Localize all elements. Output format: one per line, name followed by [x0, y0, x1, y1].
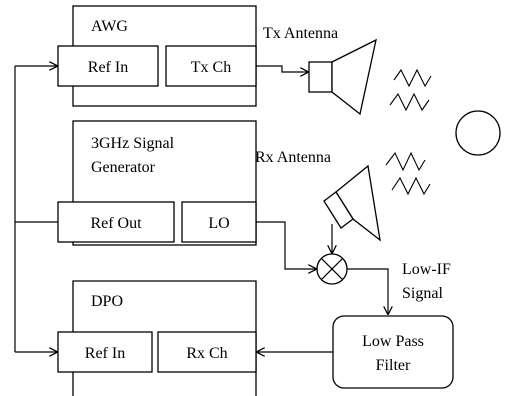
- target-circle: [455, 110, 501, 156]
- signal-generator-title-line1: 3GHz Signal: [91, 135, 175, 152]
- lo-port: LO: [181, 201, 257, 243]
- rx-wave-icon: [391, 176, 431, 196]
- mixer-cross: [320, 257, 344, 281]
- lo-to-mixer-arrow: [256, 221, 316, 269]
- dpo-rx-ch-port: Rx Ch: [157, 331, 257, 373]
- signal-generator-block: 3GHz Signal Generator Ref Out LO: [57, 120, 257, 246]
- low-if-label-line2: Signal: [402, 285, 443, 302]
- signal-generator-title-line2: Generator: [91, 159, 156, 176]
- awg-ref-in-label: Ref In: [88, 59, 128, 76]
- dpo-rx-ch-label: Rx Ch: [186, 345, 227, 362]
- tx-wave-icon: [393, 68, 432, 88]
- low-pass-filter-frame: [332, 315, 454, 389]
- ref-out-port: Ref Out: [57, 201, 175, 243]
- low-if-path: Low-IF Signal: [347, 261, 451, 314]
- low-pass-filter-line2: Filter: [376, 357, 411, 374]
- rx-antenna-label: Rx Antenna: [255, 149, 331, 166]
- awg-ref-in-port: Ref In: [57, 45, 159, 87]
- mixer-to-filter-arrow: [347, 268, 388, 314]
- awg-block: AWG Ref In Tx Ch: [57, 5, 257, 107]
- awg-tx-ch-port: Tx Ch: [165, 45, 257, 87]
- tx-feed-arrow: [256, 65, 308, 72]
- tx-antenna-label: Tx Antenna: [263, 25, 338, 42]
- tx-antenna: Tx Antenna: [256, 25, 432, 116]
- rx-wave-icon: [385, 151, 426, 172]
- rx-antenna: Rx Antenna: [255, 149, 431, 253]
- tx-wave-icon: [389, 92, 430, 112]
- reference-bus: [14, 66, 58, 352]
- low-pass-filter-line1: Low Pass: [362, 333, 424, 350]
- low-pass-filter-block: Low Pass Filter: [257, 315, 454, 389]
- low-if-label-line1: Low-IF: [402, 261, 451, 278]
- dpo-ref-in-label: Ref In: [85, 345, 125, 362]
- awg-title: AWG: [91, 18, 128, 35]
- lo-label: LO: [208, 215, 229, 232]
- rx-antenna-feed: [323, 191, 354, 229]
- dpo-block: DPO Ref In Rx Ch: [57, 280, 257, 396]
- ref-out-label: Ref Out: [90, 215, 142, 232]
- tx-antenna-horn: [331, 38, 377, 116]
- dpo-title: DPO: [91, 293, 123, 310]
- mixer: [256, 221, 348, 285]
- awg-tx-ch-label: Tx Ch: [191, 59, 231, 76]
- dpo-ref-in-port: Ref In: [57, 331, 153, 373]
- tx-antenna-feed: [308, 61, 333, 93]
